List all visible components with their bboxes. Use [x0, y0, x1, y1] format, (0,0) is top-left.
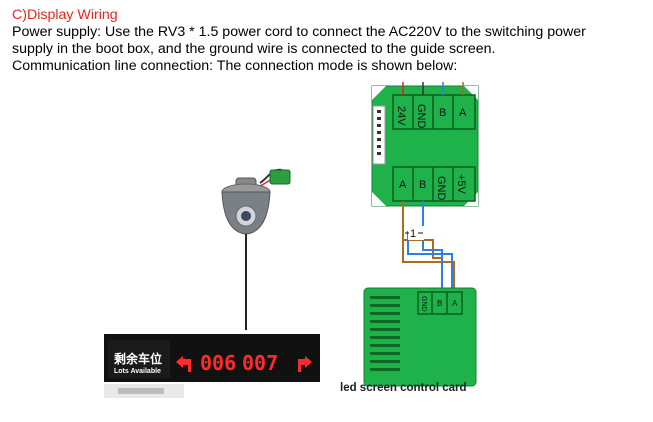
led-chinese-text: 剩余车位	[114, 351, 162, 366]
pin-gnd-top: GND	[415, 104, 427, 129]
pin-24v: 24V	[395, 106, 407, 126]
pin-b-top: B	[439, 107, 446, 119]
communication-line: Communication line connection: The conne…	[12, 58, 458, 74]
pin-gnd-bottom: GND	[435, 176, 447, 201]
boot-box-board: 24V GND B A A B GND +5V	[371, 85, 479, 207]
led-english-text: Lots Available	[114, 368, 161, 375]
power-supply-line-2: supply in the boot box, and the ground w…	[12, 41, 496, 57]
section-heading: C)Display Wiring	[12, 7, 118, 23]
led-guide-screen: 剩余车位 Lots Available 006 007	[104, 332, 320, 398]
pin-a-bottom: A	[399, 179, 407, 191]
pin-a-top: A	[459, 107, 467, 119]
card-pin-gnd: GND	[420, 296, 427, 312]
pin-b-bottom: B	[419, 179, 426, 191]
led-left-count: 006	[200, 351, 236, 375]
right-arrow-icon	[298, 356, 312, 372]
led-right-count: 007	[242, 351, 278, 375]
wire-label: 1	[410, 228, 416, 240]
left-arrow-icon	[176, 356, 191, 372]
power-supply-line-1: Power supply: Use the RV3 * 1.5 power co…	[12, 24, 586, 40]
incoming-wires	[402, 82, 464, 95]
card-pin-a: A	[452, 299, 458, 308]
parking-sensor-camera	[221, 168, 291, 330]
control-card-caption: led screen control card	[340, 382, 467, 394]
communication-wires: 1	[402, 201, 455, 292]
pin-5v: +5V	[455, 174, 467, 195]
card-pin-b: B	[437, 299, 442, 308]
led-control-card: GND B A	[363, 287, 477, 387]
